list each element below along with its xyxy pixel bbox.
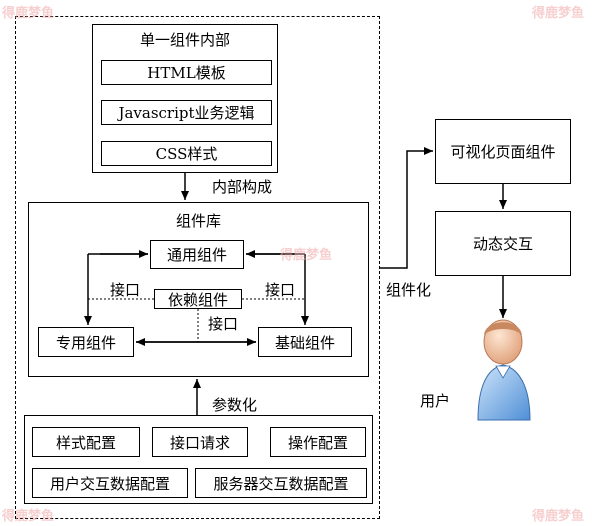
componentize-arrow	[380, 147, 433, 269]
watermark-top-left: 得鹿梦鱼	[2, 6, 55, 21]
basic-component-box: 基础组件	[258, 327, 352, 357]
visual-page-component-box: 可视化页面组件	[435, 119, 571, 184]
single-component-title: 单一组件内部	[139, 31, 230, 49]
watermark-bottom-left: 得鹿梦鱼	[2, 509, 55, 524]
dependency-component-box: 依赖组件	[154, 289, 242, 309]
watermark-bottom-right: 得鹿梦鱼	[532, 509, 585, 524]
component-library-box	[28, 202, 369, 377]
user-icon	[477, 319, 531, 421]
interface-label-bottom: 接口	[208, 315, 239, 333]
operation-config-box: 操作配置	[270, 427, 366, 457]
user-label: 用户	[420, 392, 451, 410]
server-interaction-config-box: 服务器交互数据配置	[195, 468, 367, 498]
watermark-top-right: 得鹿梦鱼	[532, 6, 585, 21]
css-style-box: CSS样式	[101, 141, 272, 166]
component-library-title: 组件库	[175, 212, 221, 230]
user-interaction-config-box: 用户交互数据配置	[32, 468, 188, 498]
special-component-box: 专用组件	[38, 327, 134, 357]
common-component-box: 通用组件	[150, 240, 244, 269]
interface-label-left: 接口	[110, 281, 141, 299]
dynamic-interaction-box: 动态交互	[435, 211, 571, 276]
watermark-middle: 得鹿梦鱼	[280, 248, 333, 263]
style-config-box: 样式配置	[32, 427, 140, 457]
internal-composition-label: 内部构成	[212, 178, 273, 196]
outer-dashed-container	[15, 16, 380, 519]
interface-label-right: 接口	[265, 281, 296, 299]
configuration-box	[24, 415, 373, 504]
single-component-box	[92, 24, 278, 173]
parameterize-label: 参数化	[212, 396, 258, 414]
js-logic-box: Javascript业务逻辑	[101, 100, 272, 125]
interface-request-box: 接口请求	[152, 427, 248, 457]
html-template-box: HTML模板	[101, 60, 272, 85]
componentize-label: 组件化	[386, 281, 432, 299]
